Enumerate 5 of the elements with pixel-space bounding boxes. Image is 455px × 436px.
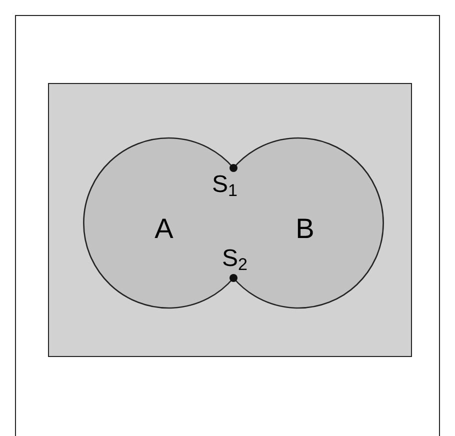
point-label: S$_{1}$ [212,173,238,197]
region-label: A [154,215,174,243]
shaded-region [48,83,412,357]
point-label: S$_{2}$ [222,247,248,271]
region-label: B [296,215,314,243]
